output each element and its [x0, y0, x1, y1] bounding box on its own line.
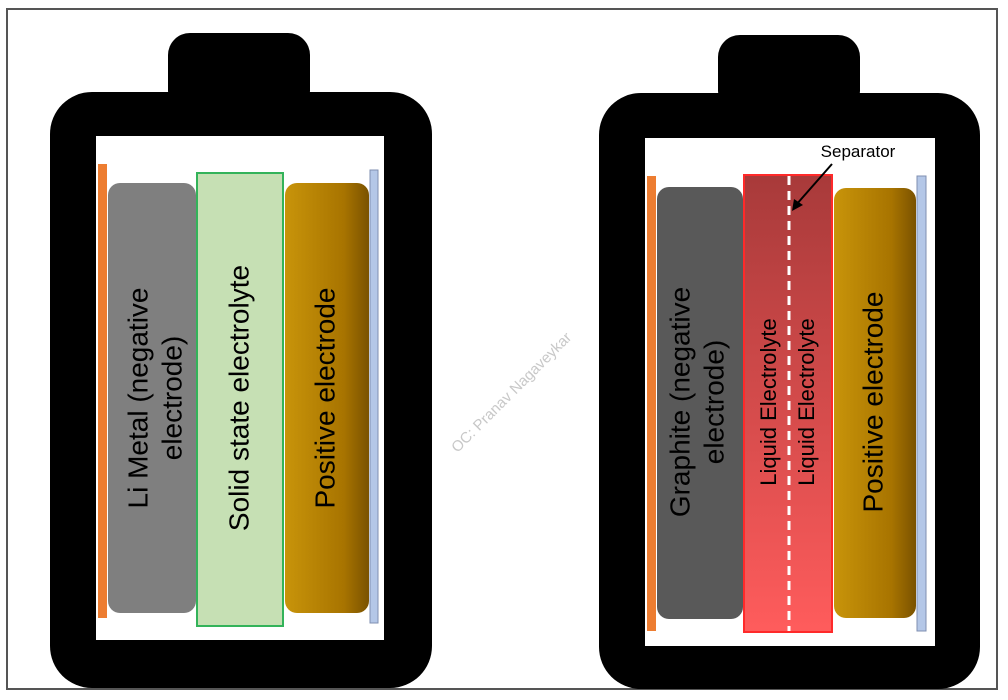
- left-cathode: [285, 183, 369, 613]
- left-battery: Li Metal (negative electrode) Solid stat…: [50, 33, 432, 688]
- right-cathode-label: Positive electrode: [857, 291, 888, 512]
- left-negative-current-collector: [98, 164, 107, 618]
- right-electrolyte-label-left: Liquid Electrolyte: [756, 318, 781, 486]
- left-cathode-label: Positive electrode: [309, 287, 340, 508]
- left-positive-current-collector: [369, 169, 379, 624]
- left-electrolyte-label: Solid state electrolyte: [223, 265, 254, 531]
- watermark: OC: Pranav Nagaveykar: [448, 329, 575, 456]
- right-negative-current-collector: [647, 176, 656, 631]
- left-li-metal-anode: [108, 183, 196, 613]
- separator-arrowhead: [792, 199, 803, 211]
- right-cathode: [834, 188, 916, 618]
- right-positive-current-collector: [916, 175, 927, 632]
- left-solid-electrolyte: [196, 172, 284, 627]
- right-electrolyte-label-right: Liquid Electrolyte: [794, 318, 819, 486]
- separator-arrow: [795, 163, 833, 206]
- left-anode-label-line2: electrode): [156, 336, 187, 461]
- left-anode-label-line1: Li Metal (negative: [122, 287, 153, 508]
- right-battery: Separator Graphite (negative electrode) …: [599, 35, 980, 689]
- right-anode-label-line2: electrode): [698, 340, 729, 465]
- separator-label: Separator: [821, 142, 896, 161]
- right-graphite-anode: [657, 187, 743, 619]
- right-anode-label-line1: Graphite (negative: [664, 287, 695, 517]
